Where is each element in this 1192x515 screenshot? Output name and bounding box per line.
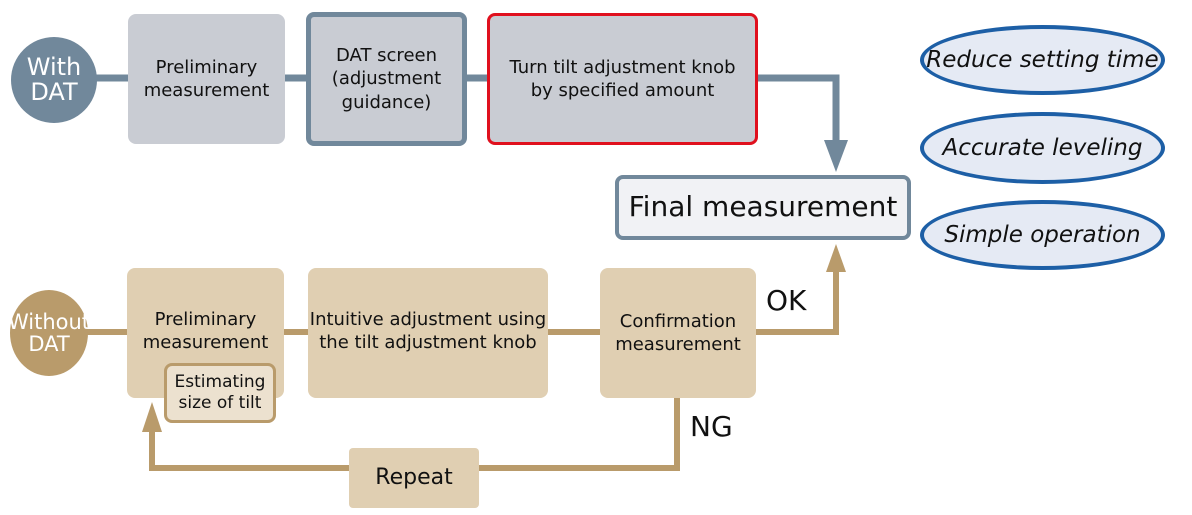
benefit-accurate-leveling: Accurate leveling bbox=[920, 112, 1165, 184]
benefit-simple-operation: Simple operation bbox=[920, 200, 1165, 270]
step-text: measurement bbox=[142, 332, 269, 354]
badge-text: DAT bbox=[28, 332, 70, 356]
step-text: DAT screen bbox=[335, 44, 437, 66]
step-text: Preliminary bbox=[154, 309, 257, 330]
benefit-text: Simple operation bbox=[944, 222, 1141, 248]
step-text: Intuitive adjustment using bbox=[309, 309, 547, 330]
step-text: Preliminary bbox=[155, 56, 258, 78]
step-text: measurement bbox=[143, 80, 270, 101]
ng-label: NG bbox=[690, 410, 733, 443]
benefit-reduce-setting-time: Reduce setting time bbox=[920, 25, 1165, 95]
step-text: by specified amount bbox=[530, 80, 715, 101]
ok-label: OK bbox=[766, 284, 807, 317]
step-turn-tilt-knob: Turn tilt adjustment knob by specified a… bbox=[487, 13, 758, 145]
badge-text: DAT bbox=[30, 78, 78, 106]
connector-line bbox=[756, 74, 840, 150]
step-text: the tilt adjustment knob bbox=[319, 332, 537, 354]
ok-connector-line bbox=[755, 270, 839, 335]
step-preliminary-measurement: Preliminary measurement bbox=[128, 14, 285, 144]
arrow-up-icon bbox=[142, 402, 162, 432]
note-text: Estimating bbox=[174, 371, 266, 392]
step-text: measurement bbox=[615, 334, 741, 355]
benefit-text: Accurate leveling bbox=[942, 135, 1143, 161]
arrow-up-icon bbox=[826, 244, 846, 272]
badge-text: Without bbox=[7, 309, 91, 334]
arrow-down-icon bbox=[824, 140, 848, 172]
estimating-size-note: Estimating size of tilt bbox=[164, 363, 276, 423]
repeat-box: Repeat bbox=[349, 448, 479, 508]
step-text: guidance) bbox=[341, 91, 432, 113]
step-confirmation-measurement: Confirmation measurement bbox=[600, 268, 756, 398]
step-text: Confirmation bbox=[619, 310, 737, 332]
final-measurement-box: Final measurement bbox=[615, 175, 911, 240]
with-dat-badge: With DAT bbox=[11, 37, 97, 123]
repeat-text: Repeat bbox=[375, 464, 453, 490]
without-dat-badge: Without DAT bbox=[7, 290, 91, 376]
benefit-text: Reduce setting time bbox=[926, 47, 1159, 73]
step-intuitive-adjustment: Intuitive adjustment using the tilt adju… bbox=[308, 268, 548, 398]
step-dat-screen: DAT screen (adjustment guidance) bbox=[306, 12, 467, 146]
step-text: (adjustment bbox=[331, 68, 442, 90]
badge-text: With bbox=[26, 52, 82, 81]
final-measurement-text: Final measurement bbox=[628, 190, 898, 224]
note-text: size of tilt bbox=[178, 393, 262, 413]
step-text: Turn tilt adjustment knob bbox=[509, 56, 736, 78]
